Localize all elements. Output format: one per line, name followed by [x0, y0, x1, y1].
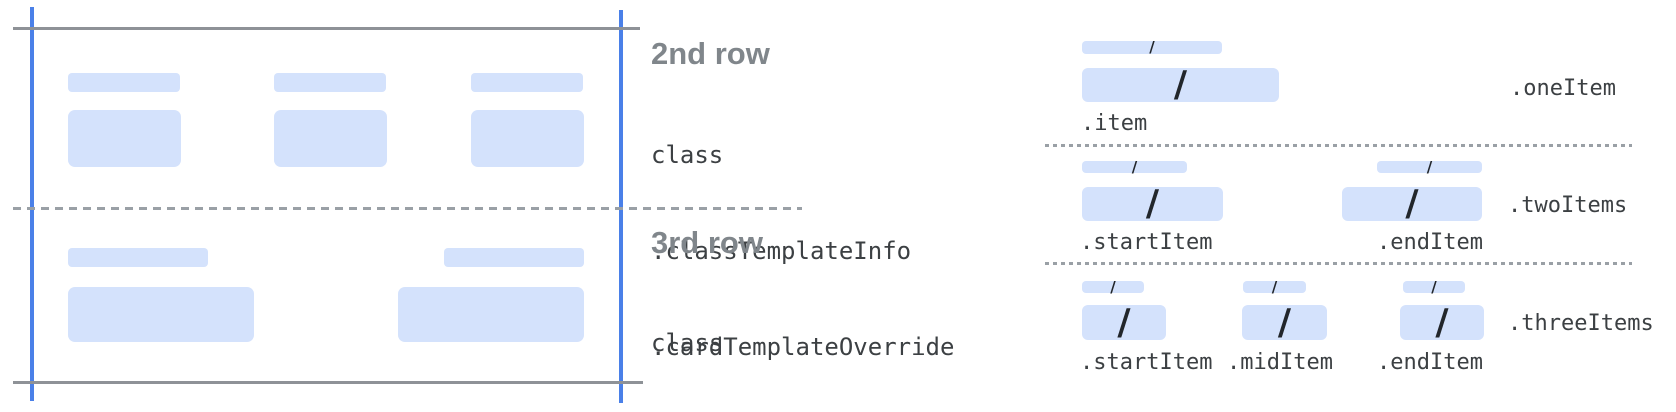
- slash-glyph: /: [1435, 301, 1449, 343]
- row3-class-path-line: class: [651, 329, 724, 357]
- slash-glyph: /: [1173, 64, 1188, 105]
- slash-glyph: /: [1431, 277, 1437, 296]
- row2-col3-label-placeholder: [471, 73, 583, 92]
- row2-col2-label-placeholder: [274, 73, 386, 92]
- row3-col1-label-placeholder: [68, 248, 208, 267]
- row2-col3-value-placeholder: [471, 110, 584, 167]
- slash-glyph: /: [1131, 157, 1138, 176]
- item-label-bar: /: [1243, 277, 1306, 296]
- card-bottom-guide-line: [13, 381, 643, 384]
- item-field-label: .startItem: [1080, 230, 1213, 255]
- item-value-bar: /: [1400, 301, 1484, 343]
- item-field-label: .startItem: [1080, 350, 1213, 375]
- row3-col2-label-placeholder: [444, 248, 584, 267]
- slash-glyph: /: [1271, 277, 1278, 296]
- row2-col1-label-placeholder: [68, 73, 180, 92]
- slash-glyph: /: [1149, 38, 1155, 56]
- item-value-bar: /: [1342, 183, 1482, 224]
- item-field-label: .item: [1081, 111, 1148, 136]
- slash-glyph: /: [1405, 183, 1419, 224]
- slash-glyph: /: [1145, 183, 1160, 224]
- item-value-bar: /: [1082, 64, 1279, 105]
- item-field-label: .endItem: [1377, 230, 1483, 255]
- row2-class-path-line: .classTemplateInfo: [651, 237, 912, 265]
- template-name: .twoItems: [1508, 193, 1628, 218]
- slash-glyph: /: [1426, 157, 1433, 176]
- row2-class-path-line: .cardTemplateOverride: [651, 333, 955, 361]
- item-label-bar: /: [1377, 157, 1482, 176]
- template-separator-dotted-line: [1045, 262, 1632, 265]
- slash-glyph: /: [1117, 301, 1131, 343]
- row2-col2-value-placeholder: [274, 110, 387, 167]
- row2-col1-value-placeholder: [68, 110, 181, 167]
- card-left-guide-line: [30, 7, 34, 401]
- slash-glyph: /: [1277, 301, 1292, 343]
- item-value-bar: /: [1082, 301, 1166, 343]
- item-label-bar: /: [1082, 277, 1144, 296]
- row3-heading: 3rd row: [651, 225, 763, 260]
- template-separator-dotted-line: [1045, 144, 1632, 147]
- row3-col1-value-placeholder: [68, 287, 254, 342]
- row2-class-path: class .classTemplateInfo .cardTemplateOv…: [651, 75, 998, 412]
- card-right-guide-line: [619, 10, 623, 403]
- row-divider-dashed-line: [13, 207, 802, 210]
- row3-col2-value-placeholder: [398, 287, 584, 342]
- card-top-guide-line: [13, 27, 640, 30]
- slash-glyph: /: [1110, 277, 1116, 296]
- item-value-bar: /: [1242, 301, 1327, 343]
- item-field-label: .midItem: [1227, 350, 1333, 375]
- row3-class-path: class .classTemplateInfo .cardTemplateOv…: [651, 263, 998, 412]
- template-name: .threeItems: [1508, 311, 1654, 336]
- row2-class-path-line: class: [651, 141, 724, 169]
- item-label-bar: /: [1403, 277, 1465, 296]
- item-field-label: .endItem: [1377, 350, 1483, 375]
- template-name: .oneItem: [1510, 76, 1616, 101]
- item-label-bar: /: [1082, 157, 1187, 176]
- item-label-bar: /: [1082, 38, 1222, 56]
- row2-heading: 2nd row: [651, 36, 770, 71]
- item-value-bar: /: [1082, 183, 1223, 224]
